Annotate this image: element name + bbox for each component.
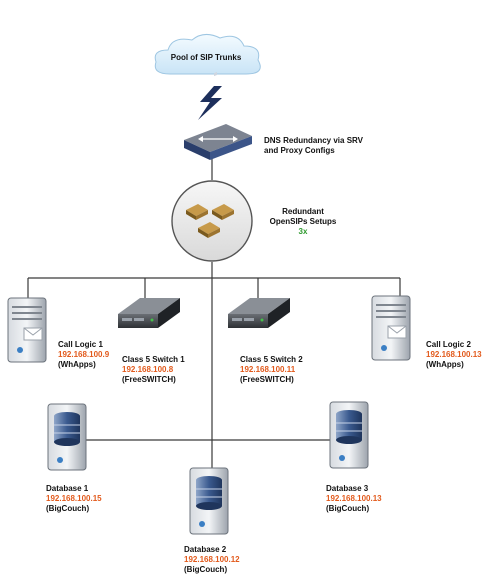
server-role: (WhApps) — [58, 360, 96, 369]
server-ip: 192.168.100.12 — [184, 555, 240, 564]
server-name: Call Logic 2 — [426, 340, 471, 349]
dns-label-line1: DNS Redundancy via SRV — [264, 136, 363, 145]
server-role: (FreeSWITCH) — [122, 375, 176, 384]
call-logic-2-label: Call Logic 2 192.168.100.13 (WhApps) — [426, 340, 482, 370]
opensips-label: Redundant OpenSIPs Setups 3x — [266, 207, 340, 237]
database-2-label: Database 2 192.168.100.12 (BigCouch) — [184, 545, 240, 575]
opensips-server-3-icon — [198, 222, 220, 238]
class5-switch-2-server-icon — [228, 298, 290, 328]
database-2-server-icon — [189, 467, 229, 535]
database-1-label: Database 1 192.168.100.15 (BigCouch) — [46, 484, 102, 514]
lightning-bolt-icon — [198, 86, 222, 120]
dns-label-line2: and Proxy Configs — [264, 146, 335, 155]
database-3-label: Database 3 192.168.100.13 (BigCouch) — [326, 484, 382, 514]
connection-lines — [27, 158, 401, 468]
database-3-server-icon — [329, 401, 369, 469]
dns-switch-icon — [184, 72, 252, 160]
opensips-server-1-icon — [186, 204, 208, 220]
server-name: Database 2 — [184, 545, 227, 554]
call-logic-1-server-icon — [7, 297, 47, 363]
call-logic-1-label: Call Logic 1 192.168.100.9 (WhApps) — [58, 340, 109, 370]
database-1-server-icon — [47, 403, 87, 471]
call-logic-2-server-icon — [371, 295, 411, 361]
server-ip: 192.168.100.11 — [240, 365, 296, 374]
dns-label: DNS Redundancy via SRV and Proxy Configs — [264, 136, 363, 156]
class5-switch-1-label: Class 5 Switch 1 192.168.100.8 (FreeSWIT… — [122, 355, 185, 385]
server-ip: 192.168.100.8 — [122, 365, 174, 374]
opensips-count: 3x — [298, 227, 308, 236]
opensips-cluster-icon — [171, 180, 253, 262]
server-name: Call Logic 1 — [58, 340, 103, 349]
server-ip: 192.168.100.9 — [58, 350, 110, 359]
server-ip: 192.168.100.15 — [46, 494, 102, 503]
server-role: (BigCouch) — [184, 565, 228, 574]
server-name: Class 5 Switch 1 — [122, 355, 185, 364]
opensips-label-line2: OpenSIPs Setups — [269, 217, 337, 226]
server-role: (WhApps) — [426, 360, 464, 369]
server-role: (FreeSWITCH) — [240, 375, 294, 384]
server-role: (BigCouch) — [326, 504, 370, 513]
class5-switch-1-server-icon — [118, 298, 180, 328]
sip-trunks-cloud-icon — [154, 34, 261, 75]
server-name: Class 5 Switch 2 — [240, 355, 303, 364]
class5-switch-2-label: Class 5 Switch 2 192.168.100.11 (FreeSWI… — [240, 355, 303, 385]
server-role: (BigCouch) — [46, 504, 90, 513]
server-ip: 192.168.100.13 — [326, 494, 382, 503]
server-ip: 192.168.100.13 — [426, 350, 482, 359]
server-name: Database 1 — [46, 484, 89, 493]
server-name: Database 3 — [326, 484, 369, 493]
opensips-label-line1: Redundant — [282, 207, 324, 216]
opensips-server-2-icon — [212, 204, 234, 220]
cloud-label: Pool of SIP Trunks — [170, 53, 242, 62]
